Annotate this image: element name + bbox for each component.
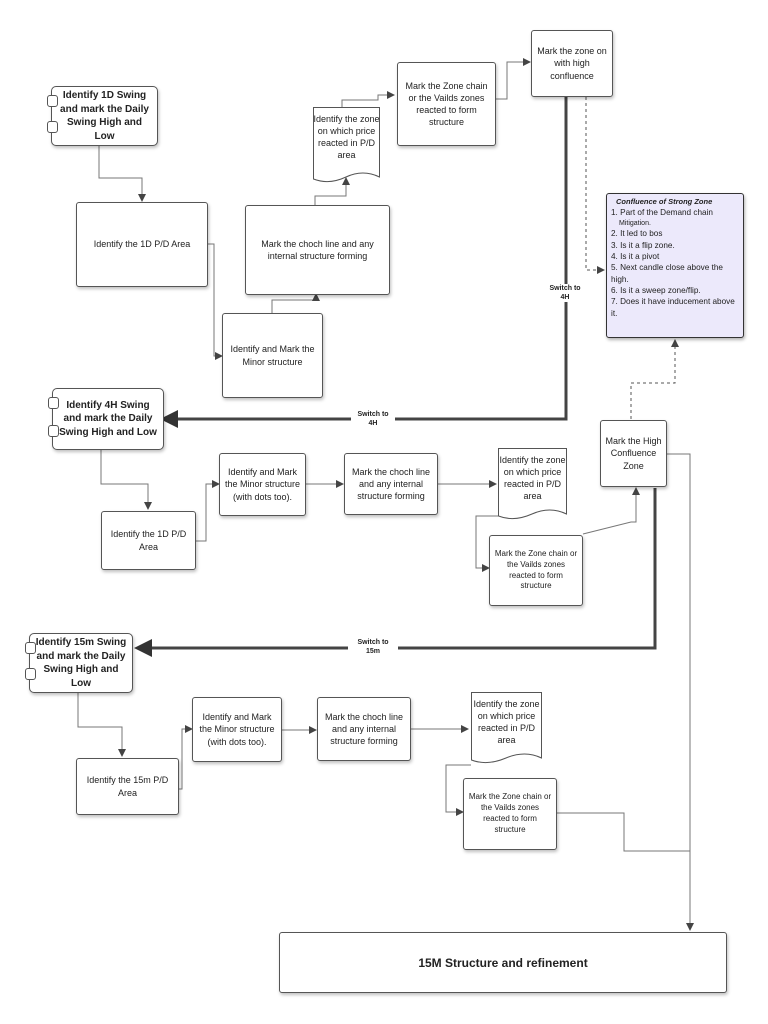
box-label: Mark the choch line and any internal str… (261, 238, 374, 261)
identify-zone-document[interactable]: Identify the zone on which price reacted… (313, 107, 380, 185)
box-label: Identify the 15m P/D Area (86, 775, 169, 798)
box-label: Identify and Mark the Minor structure (w… (224, 467, 301, 502)
box-label: Identify 4H Swing and mark the Daily Swi… (59, 399, 157, 438)
confluence-item: Mitigation. (619, 219, 651, 227)
document-shape (471, 692, 542, 764)
confluence-item: 4. Is it a pivot (611, 251, 660, 261)
switch-to-4h-side-label: Switch to 4H (543, 284, 587, 303)
confluence-item: 3. Is it a flip zone. (611, 240, 675, 250)
box-label: Identify and Mark the Minor structure (230, 344, 315, 367)
box-label: Mark the Zone chain or the Vailds zones … (468, 792, 552, 834)
confluence-item: 2. It led to bos (611, 229, 663, 239)
box-label: Identify the zone on which price reacted… (313, 114, 380, 161)
confluence-item: 5. Next candle close above the high. (611, 263, 723, 284)
mark-zone-chain-box[interactable]: Mark the Zone chain or the Vailds zones … (397, 62, 496, 146)
box-label: Mark the zone on with high confluence (537, 46, 607, 81)
mark-choch-line-15m-box[interactable]: Mark the choch line and any internal str… (317, 697, 411, 761)
box-label: Identify 15m Swing and mark the Daily Sw… (35, 637, 127, 689)
confluence-title: Confluence of Strong Zone (616, 197, 713, 206)
box-label: Identify the 1D P/D Area (110, 529, 187, 552)
final-structure-refinement-box[interactable]: 15M Structure and refinement (279, 932, 727, 993)
box-label: Mark the Zone chain or the Vailds zones … (494, 548, 578, 591)
box-label: Mark the choch line and any internal str… (351, 466, 431, 502)
confluence-item: 6. Is it a sweep zone/flip. (611, 285, 701, 295)
mark-high-confluence-zone-box[interactable]: Mark the zone on with high confluence (531, 30, 613, 97)
box-label: 15M Structure and refinement (418, 955, 588, 970)
confluence-strong-zone-box: Confluence of Strong Zone 1. Part of the… (606, 193, 744, 338)
identify-1d-pd-area-4h-box[interactable]: Identify the 1D P/D Area (101, 511, 196, 570)
identify-1d-pd-area-box[interactable]: Identify the 1D P/D Area (76, 202, 208, 287)
switch-to-15m-label: Switch to 15m (348, 638, 398, 657)
identify-zone-4h-document[interactable]: Identify the zone on which price reacted… (498, 448, 567, 522)
identify-minor-structure-4h-box[interactable]: Identify and Mark the Minor structure (w… (219, 453, 306, 516)
mark-zone-chain-15m-box[interactable]: Mark the Zone chain or the Vailds zones … (463, 778, 557, 850)
mark-choch-line-box[interactable]: Mark the choch line and any internal str… (245, 205, 390, 295)
mark-zone-chain-4h-box[interactable]: Mark the Zone chain or the Vailds zones … (489, 535, 583, 606)
identify-minor-structure-15m-box[interactable]: Identify and Mark the Minor structure (w… (192, 697, 282, 762)
mark-high-confluence-zone-4h-box[interactable]: Mark the High Confluence Zone (600, 420, 667, 487)
identify-15m-swing-box[interactable]: Identify 15m Swing and mark the Daily Sw… (25, 633, 133, 693)
identify-15m-pd-area-box[interactable]: Identify the 15m P/D Area (76, 758, 179, 815)
box-label: Mark the choch line and any internal str… (324, 711, 404, 747)
box-label: Identify 1D Swing and mark the Daily Swi… (60, 90, 149, 142)
identify-zone-15m-document[interactable]: Identify the zone on which price reacted… (471, 692, 542, 766)
identify-1d-swing-box[interactable]: Identify 1D Swing and mark the Daily Swi… (47, 86, 158, 146)
mark-choch-line-4h-box[interactable]: Mark the choch line and any internal str… (344, 453, 438, 515)
box-label: Mark the High Confluence Zone (605, 436, 662, 471)
document-shape (498, 448, 567, 520)
identify-minor-structure-box[interactable]: Identify and Mark the Minor structure (222, 313, 323, 398)
box-label: Identify and Mark the Minor structure (w… (199, 712, 275, 747)
box-label: Identify the zone on which price reacted… (473, 699, 540, 746)
switch-to-4h-label: Switch to 4H (351, 410, 395, 429)
box-label: Mark the Zone chain or the Vailds zones … (405, 80, 488, 128)
box-label: Identify the zone on which price reacted… (499, 455, 566, 502)
confluence-item: 7. Does it have inducement above it. (611, 297, 735, 318)
document-shape (313, 107, 380, 183)
box-label: Identify the 1D P/D Area (93, 239, 191, 250)
identify-4h-swing-box[interactable]: Identify 4H Swing and mark the Daily Swi… (48, 388, 164, 450)
confluence-item: 1. Part of the Demand chain (611, 208, 713, 218)
